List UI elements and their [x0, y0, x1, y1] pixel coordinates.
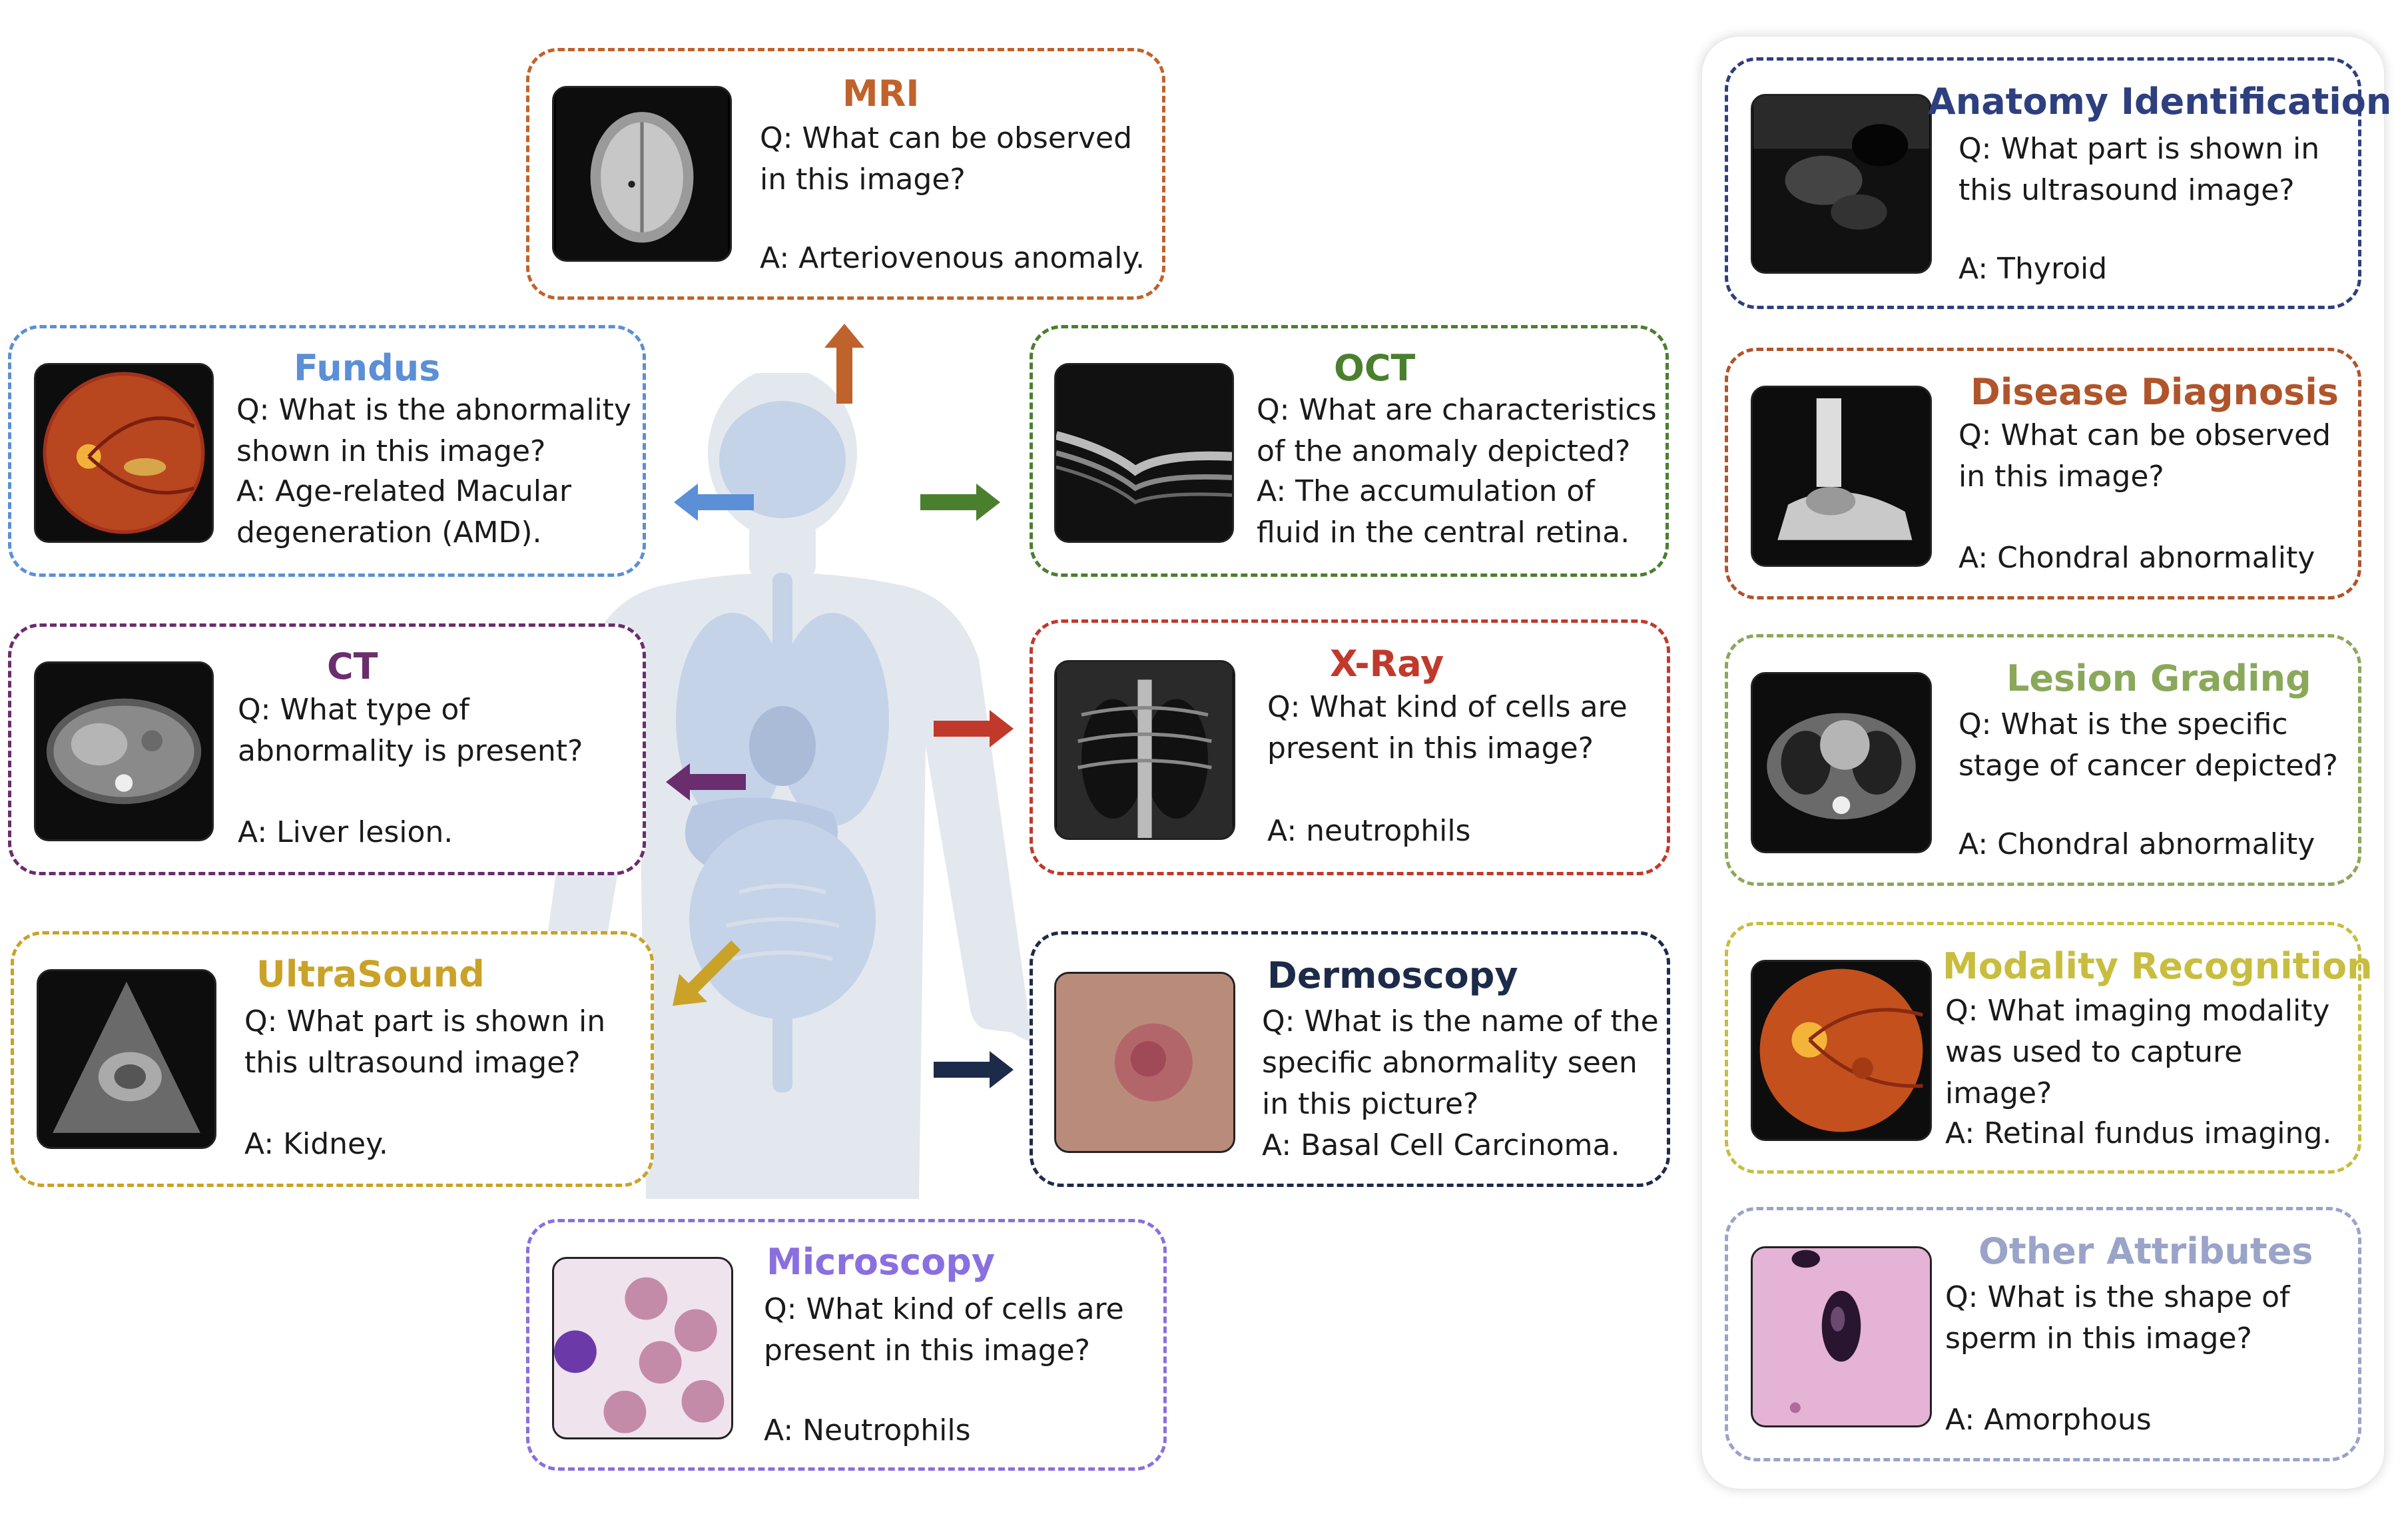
disease-card: Disease Diagnosis Q: What can be observe… — [1725, 348, 2361, 599]
ct-abdomen-icon — [34, 661, 214, 841]
ultrasound-title: UltraSound — [256, 953, 485, 995]
fundus-answer: A: Age-related Macular degeneration (AMD… — [236, 474, 572, 550]
arrow-to-mri — [824, 324, 864, 404]
fundus-card: Fundus Q: What is the abnormality shown … — [8, 325, 646, 577]
retina-fundus-modality-icon — [1751, 960, 1932, 1141]
fundus-title: Fundus — [294, 347, 441, 389]
microscopy-card: Microscopy Q: What kind of cells are pre… — [526, 1219, 1167, 1471]
ultrasound-card: UltraSound Q: What part is shown in this… — [11, 931, 654, 1187]
mri-card: MRI Q: What can be observed in this imag… — [526, 48, 1165, 300]
modality-card: Modality Recognition Q: What imaging mod… — [1725, 922, 2373, 1174]
dermoscopy-question: Q: What is the name of the specific abno… — [1262, 1004, 1659, 1121]
arrow-to-oct — [920, 484, 1000, 521]
disease-answer: A: Chondral abnormality — [1958, 541, 2315, 575]
modality-answer: A: Retinal fundus imaging. — [1945, 1116, 2332, 1150]
mri-title: MRI — [842, 73, 920, 115]
brain-icon — [719, 401, 846, 518]
dermoscopy-card: Dermoscopy Q: What is the name of the sp… — [1030, 931, 1670, 1187]
xray-answer: A: neutrophils — [1267, 814, 1471, 848]
other-answer: A: Amorphous — [1945, 1403, 2152, 1437]
mri-answer: A: Arteriovenous anomaly. — [760, 241, 1145, 275]
ct-answer: A: Liver lesion. — [238, 815, 453, 849]
arrow-to-ct — [666, 763, 746, 801]
oct-title: OCT — [1334, 347, 1416, 389]
ultrasound-question: Q: What part is shown in this ultrasound… — [244, 1004, 606, 1080]
anatomy-answer: A: Thyroid — [1958, 252, 2108, 286]
microscopy-question: Q: What kind of cells are present in thi… — [764, 1292, 1124, 1367]
arrow-to-ultrasound — [673, 941, 741, 1006]
other-card: Other Attributes Q: What is the shape of… — [1725, 1207, 2361, 1461]
disease-question: Q: What can be observed in this image? — [1958, 418, 2331, 494]
dermoscopy-title: Dermoscopy — [1267, 954, 1518, 996]
arrow-to-dermoscopy — [934, 1051, 1014, 1088]
human-body-silhouette — [519, 373, 1046, 1199]
chest-xray-icon — [1054, 660, 1235, 840]
sperm-cell-icon — [1751, 1246, 1932, 1427]
microscopy-title: Microscopy — [766, 1241, 996, 1283]
skin-lesion-icon — [1054, 972, 1235, 1153]
lesion-title: Lesion Grading — [2006, 657, 2311, 699]
other-question: Q: What is the shape of sperm in this im… — [1945, 1280, 2290, 1355]
ultrasound-answer: A: Kidney. — [244, 1127, 388, 1161]
oct-question: Q: What are characteristics of the anoma… — [1257, 393, 1657, 468]
lesion-answer: A: Chondral abnormality — [1958, 827, 2315, 861]
xray-question: Q: What kind of cells are present in thi… — [1267, 690, 1628, 765]
modality-title: Modality Recognition — [1943, 945, 2373, 987]
lesion-question: Q: What is the specific stage of cancer … — [1958, 707, 2338, 783]
xray-title: X-Ray — [1330, 643, 1444, 685]
lesion-card: Lesion Grading Q: What is the specific s… — [1725, 634, 2361, 886]
anatomy-title: Anatomy Identification — [1928, 81, 2392, 123]
ct-question: Q: What type of abnormality is present? — [238, 693, 583, 768]
microscopy-answer: A: Neutrophils — [764, 1413, 971, 1447]
ultrasound-kidney-icon — [37, 969, 216, 1149]
oct-answer: A: The accumulation of fluid in the cent… — [1257, 474, 1630, 550]
xray-card: X-Ray Q: What kind of cells are present … — [1030, 619, 1670, 875]
mri-question: Q: What can be observed in this image? — [760, 121, 1133, 196]
anatomy-card: Anatomy Identification Q: What part is s… — [1725, 57, 2391, 309]
oct-card: OCT Q: What are characteristics of the a… — [1030, 325, 1669, 577]
anatomy-question: Q: What part is shown in this ultrasound… — [1958, 132, 2320, 207]
ct-card: CT Q: What type of abnormality is presen… — [8, 623, 646, 875]
arrow-to-xray — [934, 710, 1014, 747]
retina-fundus-icon — [34, 363, 214, 543]
ultrasound-thyroid-icon — [1751, 94, 1932, 274]
dermoscopy-answer: A: Basal Cell Carcinoma. — [1262, 1128, 1620, 1162]
modality-question: Q: What imaging modality was used to cap… — [1945, 994, 2330, 1110]
blood-cells-icon — [552, 1257, 733, 1439]
arrow-to-fundus — [674, 484, 754, 521]
fundus-question: Q: What is the abnormality shown in this… — [236, 393, 631, 468]
ct-title: CT — [327, 645, 378, 687]
oct-scan-icon — [1054, 363, 1234, 543]
disease-title: Disease Diagnosis — [1970, 371, 2339, 413]
ankle-mri-icon — [1751, 386, 1932, 567]
other-title: Other Attributes — [1978, 1230, 2313, 1272]
brain-mri-icon — [552, 86, 732, 262]
ct-chest-icon — [1751, 672, 1932, 853]
